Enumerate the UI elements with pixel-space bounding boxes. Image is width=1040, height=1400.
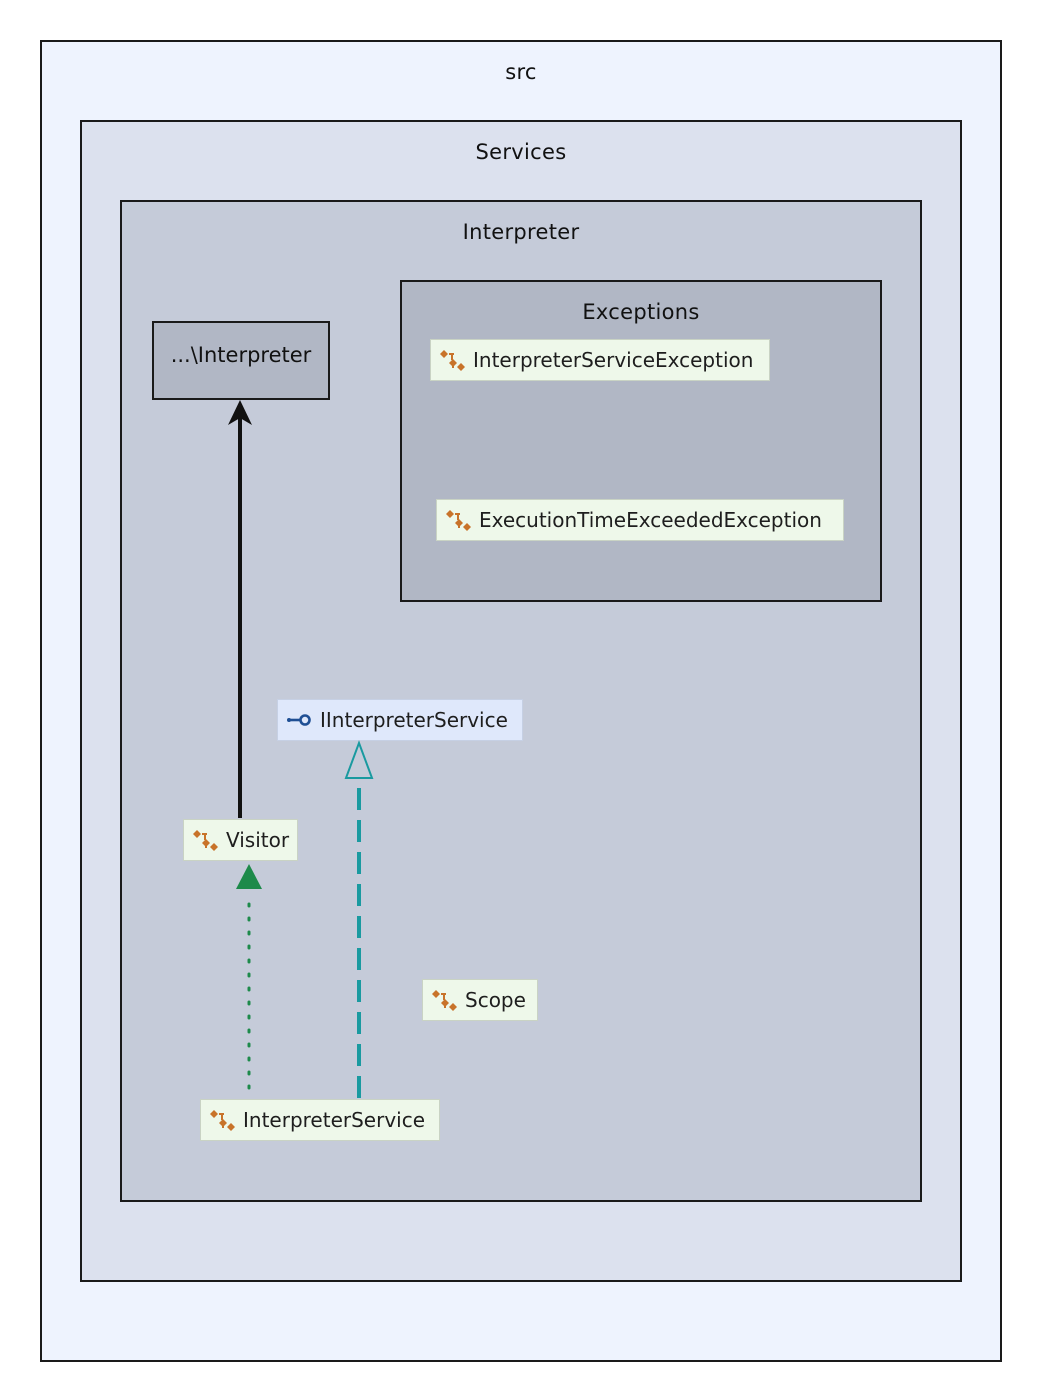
node-execution-time-exceeded-exception[interactable]: ExecutionTimeExceededException	[436, 499, 844, 541]
node-label: Visitor	[226, 828, 290, 852]
node-interpreter-service-exception[interactable]: InterpreterServiceException	[430, 339, 770, 381]
node-iinterpreter-service[interactable]: IInterpreterService	[277, 699, 523, 741]
package-services-title: Services	[475, 140, 567, 164]
node-label: InterpreterService	[243, 1108, 426, 1132]
package-exceptions[interactable]: Exceptions	[400, 280, 882, 602]
package-interpreter-title: Interpreter	[462, 220, 580, 244]
package-src-title: src	[505, 60, 537, 84]
node-visitor[interactable]: Visitor	[183, 819, 298, 861]
interpreter-reference-label: ...\Interpreter	[170, 342, 312, 367]
interface-icon	[286, 707, 316, 733]
node-label: InterpreterServiceException	[473, 348, 754, 372]
package-exceptions-title: Exceptions	[582, 300, 700, 324]
class-icon	[192, 827, 222, 853]
class-icon	[431, 987, 461, 1013]
class-icon	[445, 507, 475, 533]
interpreter-reference-box[interactable]: ...\Interpreter	[152, 321, 330, 400]
node-label: ExecutionTimeExceededException	[479, 508, 822, 532]
node-label: IInterpreterService	[320, 708, 508, 732]
node-interpreter-service[interactable]: InterpreterService	[200, 1099, 440, 1141]
class-icon	[209, 1107, 239, 1133]
node-label: Scope	[465, 988, 526, 1012]
node-scope[interactable]: Scope	[422, 979, 538, 1021]
class-icon	[439, 347, 469, 373]
